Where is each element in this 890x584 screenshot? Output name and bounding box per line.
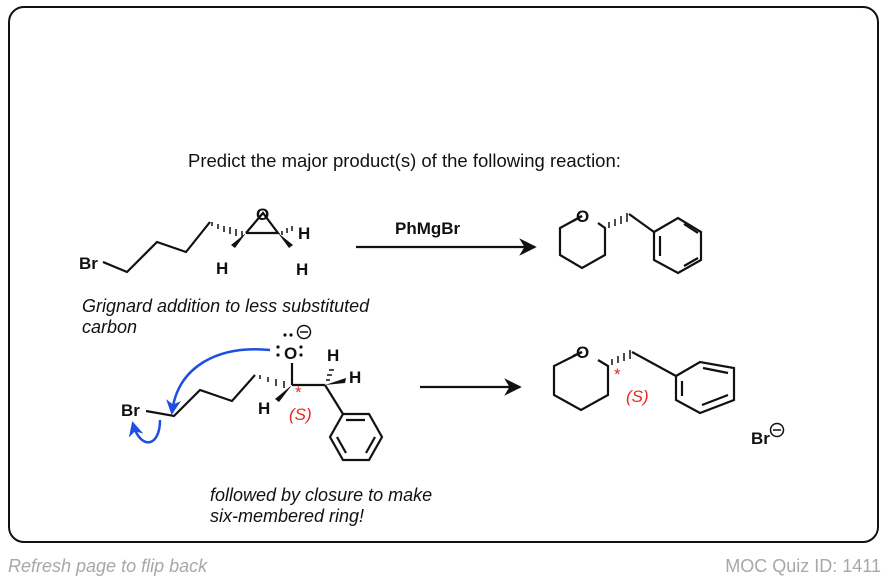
oxygen-label: O <box>576 343 589 362</box>
hydrogen-label: H <box>216 259 228 278</box>
stereo-descriptor: (S) <box>626 387 649 406</box>
hydrogen-label: H <box>296 260 308 279</box>
explanation-note-2: followed by closure to make six-membered… <box>210 485 432 527</box>
reagent-label: PhMgBr <box>395 219 461 238</box>
hydrogen-label: H <box>258 399 270 418</box>
stereo-descriptor: (S) <box>289 405 312 424</box>
hydrogen-label: H <box>327 346 339 365</box>
negative-charge-icon <box>769 422 785 438</box>
wedge-bond <box>325 378 346 385</box>
note-line: followed by closure to make <box>210 485 433 505</box>
bromide-label: Br <box>751 429 770 448</box>
flip-back-hint: Refresh page to flip back <box>8 556 208 576</box>
oxygen-label: O <box>576 207 589 226</box>
wedge-bond <box>278 233 293 248</box>
lone-pairs <box>276 333 303 357</box>
quiz-id: MOC Quiz ID: 1411 <box>725 556 881 576</box>
note-line: Grignard addition to less substituted <box>82 296 370 316</box>
question-prompt: Predict the major product(s) of the foll… <box>188 150 621 171</box>
wedge-bond <box>231 233 246 248</box>
note-line: six-membered ring! <box>210 506 365 526</box>
alkoxide-oxygen-label: O <box>284 344 297 363</box>
benzene-ring <box>674 360 736 415</box>
bromine-label: Br <box>79 254 98 273</box>
electron-pushing-arrow <box>166 348 271 415</box>
hydrogen-label: H <box>298 224 310 243</box>
hashed-wedge-bond <box>608 213 628 228</box>
stereocenter-star: * <box>614 365 621 384</box>
hashed-wedge-bond <box>211 222 243 237</box>
hashed-wedge-bond <box>326 369 334 381</box>
quiz-card[interactable] <box>8 6 879 543</box>
benzene-ring <box>652 216 703 275</box>
wedge-bond <box>275 385 292 402</box>
alkyl-chain-bond <box>145 374 256 418</box>
explanation-note-1: Grignard addition to less substituted ca… <box>82 296 369 338</box>
thp-ring <box>558 215 607 270</box>
electron-pushing-arrow <box>128 419 162 444</box>
stereocenter-star: * <box>295 383 302 402</box>
hashed-wedge-bond <box>281 226 293 235</box>
alkyl-chain-bond <box>102 221 211 274</box>
negative-charge-icon <box>296 324 312 340</box>
benzene-ring <box>328 412 384 462</box>
oxygen-label: O <box>256 205 269 224</box>
hashed-wedge-bond <box>611 350 631 365</box>
epoxide-ring <box>245 211 281 235</box>
hydrogen-label: H <box>349 368 361 387</box>
hashed-wedge-bond <box>259 375 285 388</box>
bromine-label: Br <box>121 401 140 420</box>
note-line: carbon <box>82 317 138 337</box>
thp-ring <box>552 351 610 412</box>
